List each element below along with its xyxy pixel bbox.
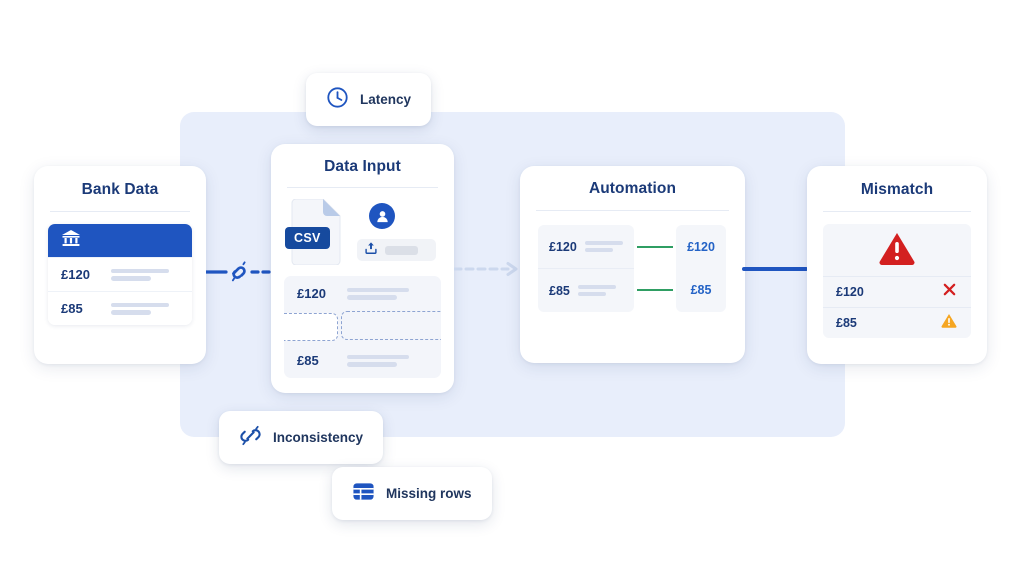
- csv-type-badge: CSV: [285, 227, 330, 249]
- badge-inconsistency[interactable]: Inconsistency: [219, 411, 384, 464]
- bank-row-amount: £120: [61, 267, 90, 282]
- divider: [536, 210, 729, 211]
- card-automation: Automation £120 £85 £1: [520, 166, 745, 363]
- upload-placeholder-bar: [385, 245, 418, 255]
- connector-automation-to-mismatch: [742, 267, 808, 271]
- card-bank-data: Bank Data £120 £85: [34, 166, 206, 364]
- placeholder-bars: [577, 282, 616, 299]
- data-input-rows: £120 £85: [284, 276, 441, 378]
- list-item: £120: [284, 276, 441, 311]
- automation-match-table: £120 £85 £120 £85: [538, 225, 727, 312]
- mismatch-alert-banner: [823, 224, 971, 276]
- automation-match-links: [634, 225, 676, 312]
- table-row: £85: [538, 269, 634, 312]
- automation-matched-amount: £120: [687, 239, 715, 254]
- clock-icon: [326, 86, 349, 114]
- automation-matched-column: £120 £85: [676, 225, 726, 312]
- table-row: £120: [538, 225, 634, 269]
- placeholder-bars: [111, 266, 169, 284]
- warning-triangle-icon: [941, 313, 957, 333]
- dashed-box-right: [341, 311, 441, 340]
- card-data-input: Data Input CSV: [271, 144, 454, 393]
- card-title-automation: Automation: [588, 180, 677, 197]
- mismatch-row-amount: £120: [836, 285, 864, 299]
- card-title-bank-data: Bank Data: [81, 181, 159, 198]
- missing-row-slot: [284, 311, 441, 343]
- table-grid-icon: [352, 480, 375, 508]
- dashed-box-left: [284, 313, 338, 341]
- card-title-data-input: Data Input: [324, 158, 401, 175]
- bank-data-table: £120 £85: [48, 224, 192, 325]
- bank-row-amount: £85: [61, 301, 83, 316]
- match-link-line: [637, 289, 673, 292]
- match-link-line: [637, 245, 673, 248]
- bank-table-header: [48, 224, 192, 257]
- upload-field[interactable]: [357, 239, 436, 261]
- automation-source-amount: £85: [549, 283, 570, 298]
- bank-icon: [61, 229, 81, 252]
- divider: [50, 211, 190, 212]
- automation-source-column: £120 £85: [538, 225, 634, 312]
- card-title-mismatch: Mismatch: [860, 181, 934, 198]
- divider: [823, 211, 971, 212]
- data-input-upload-group: [357, 199, 436, 261]
- upload-icon: [364, 241, 378, 260]
- table-row: £85: [48, 291, 192, 325]
- automation-matched-amount: £85: [690, 282, 712, 297]
- csv-file-icon: CSV: [285, 198, 343, 266]
- connector-input-to-automation: [452, 258, 520, 280]
- placeholder-bars: [111, 300, 169, 318]
- placeholder-bars: [584, 238, 623, 255]
- badge-label: Missing rows: [386, 486, 472, 501]
- mismatch-row-amount: £85: [836, 316, 857, 330]
- placeholder-bars: [347, 352, 409, 370]
- broken-link-icon: [239, 424, 262, 452]
- connector-bank-to-input: [204, 255, 274, 289]
- data-input-row-amount: £85: [297, 353, 319, 368]
- user-avatar-icon: [369, 203, 395, 229]
- placeholder-bars: [347, 285, 409, 303]
- warning-triangle-icon: [878, 231, 916, 270]
- card-mismatch: Mismatch £120 £85: [807, 166, 987, 364]
- automation-source-amount: £120: [549, 239, 577, 254]
- data-input-top-row: CSV: [271, 188, 454, 266]
- table-row: £85: [823, 307, 971, 338]
- table-row: £120: [48, 257, 192, 291]
- badge-label: Inconsistency: [273, 430, 364, 445]
- table-row: £120: [823, 276, 971, 307]
- error-cross-icon: [942, 282, 957, 302]
- data-input-row-amount: £120: [297, 286, 326, 301]
- mismatch-table: £120 £85: [823, 224, 971, 338]
- badge-latency[interactable]: Latency: [306, 73, 432, 126]
- list-item: £85: [284, 343, 441, 378]
- divider: [287, 187, 438, 188]
- badge-missing-rows[interactable]: Missing rows: [332, 467, 492, 520]
- broken-link-icon: [231, 261, 246, 282]
- badge-label: Latency: [360, 92, 412, 107]
